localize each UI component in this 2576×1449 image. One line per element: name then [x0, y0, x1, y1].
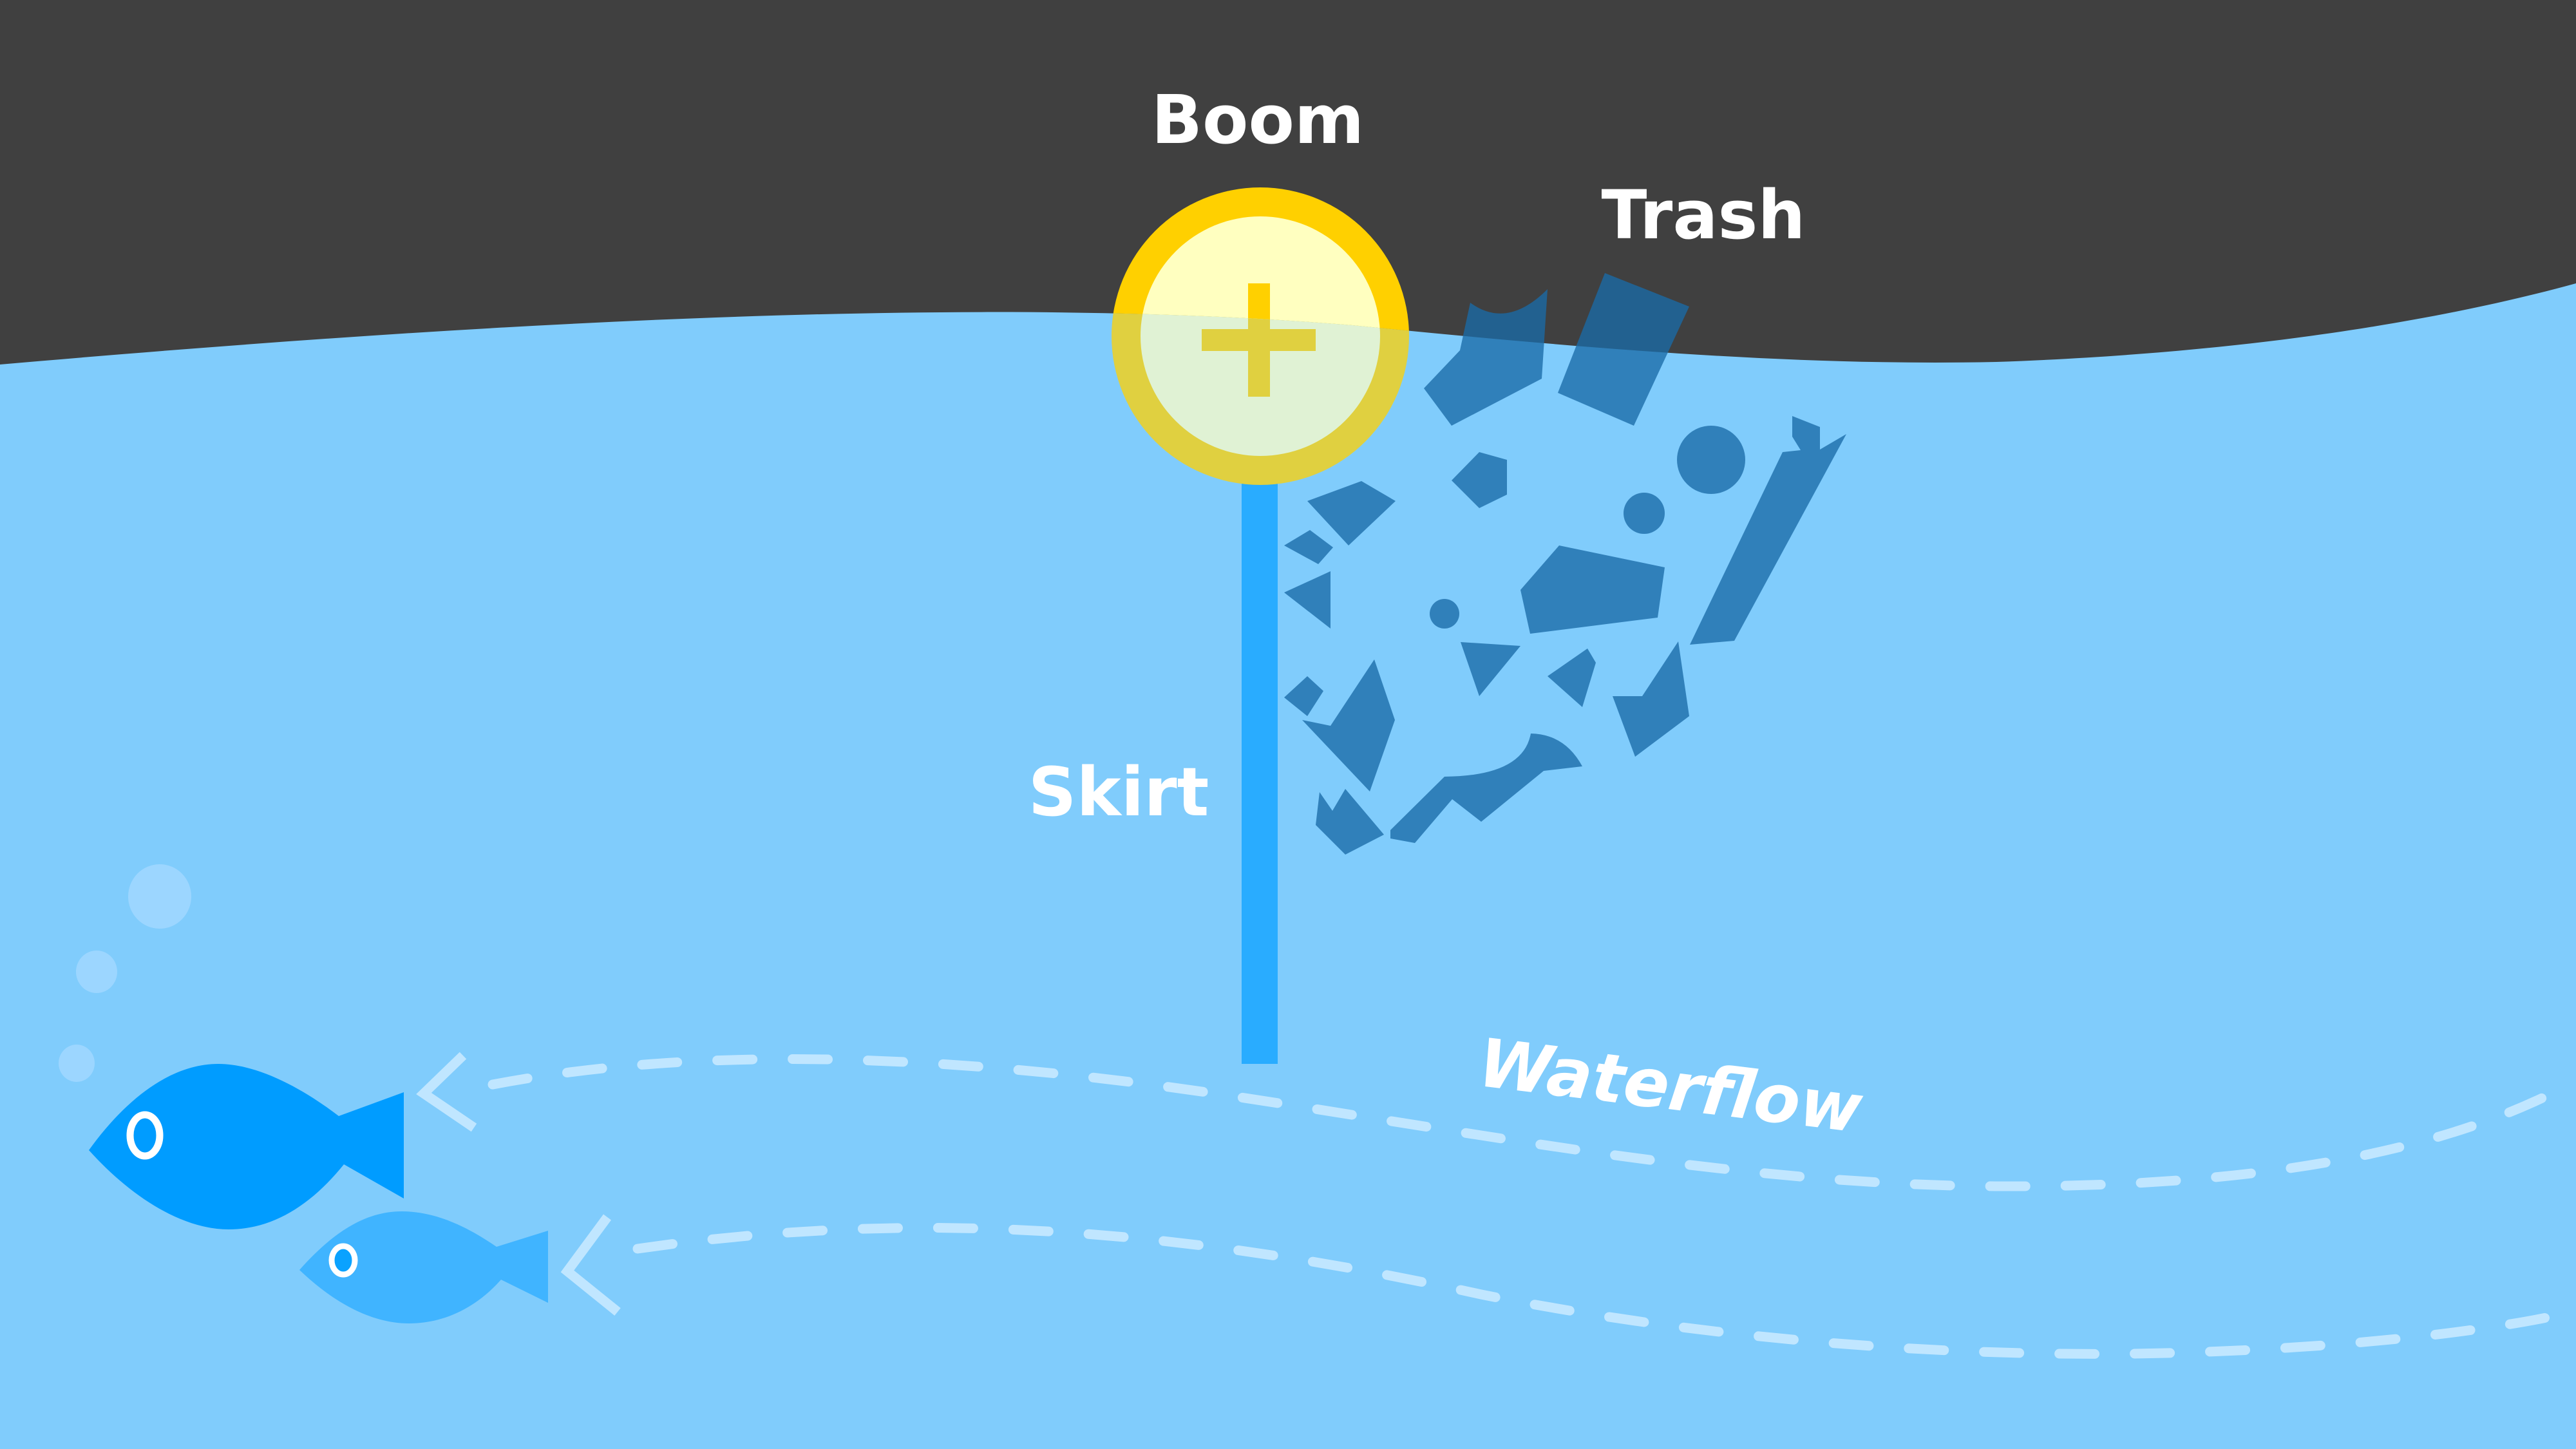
- trash-slab-icon: [1520, 545, 1665, 634]
- skirt-label: Skirt: [1028, 753, 1209, 831]
- boom-label: Boom: [1151, 80, 1365, 159]
- trash-wedge-icon: [1548, 649, 1596, 707]
- flow-arrow-lower-icon: [560, 1214, 621, 1316]
- trash-cluster: [1284, 273, 1846, 855]
- fish-small: [299, 1211, 548, 1323]
- trash-cup-icon: [1424, 289, 1548, 426]
- bubbles: [59, 864, 191, 1082]
- trash-shard-icon: [1302, 659, 1395, 791]
- trash-diamond-icon: [1284, 530, 1333, 564]
- flow-line-upper: [488, 1054, 2576, 1191]
- trash-label: Trash: [1602, 176, 1806, 254]
- bubble: [76, 951, 117, 993]
- trash-ball-icon: [1624, 493, 1665, 534]
- boom-float-submerged: [1112, 283, 1409, 485]
- trash-hexagon-icon: [1452, 452, 1507, 508]
- trash-fold-icon: [1613, 641, 1689, 757]
- fish-small-body: [299, 1211, 548, 1323]
- trash-quad-icon: [1307, 481, 1396, 545]
- waterflow-lines: [416, 1052, 2576, 1359]
- trash-triangle-icon: [1461, 642, 1520, 696]
- flow-line-lower: [632, 1223, 2576, 1359]
- trash-sheet-icon: [1558, 273, 1689, 426]
- trash-large-ball-icon: [1677, 426, 1745, 494]
- trash-diamond-icon: [1284, 676, 1323, 716]
- fish-large-body: [89, 1064, 404, 1229]
- trash-crown-icon: [1316, 789, 1384, 855]
- fish-eye-icon: [126, 1111, 164, 1160]
- trash-small-ball-icon: [1430, 599, 1459, 629]
- bubble: [59, 1045, 95, 1082]
- water-body: [0, 283, 2576, 1449]
- fish-large: [89, 1064, 404, 1229]
- fish-eye-icon: [328, 1243, 358, 1278]
- trash-bottle-icon: [1690, 416, 1846, 645]
- trash-triangle-icon: [1284, 571, 1331, 629]
- bubble: [128, 864, 191, 929]
- skirt-curtain: [1242, 477, 1278, 1064]
- trash-bag-icon: [1390, 734, 1582, 843]
- flow-arrow-upper-icon: [416, 1052, 477, 1132]
